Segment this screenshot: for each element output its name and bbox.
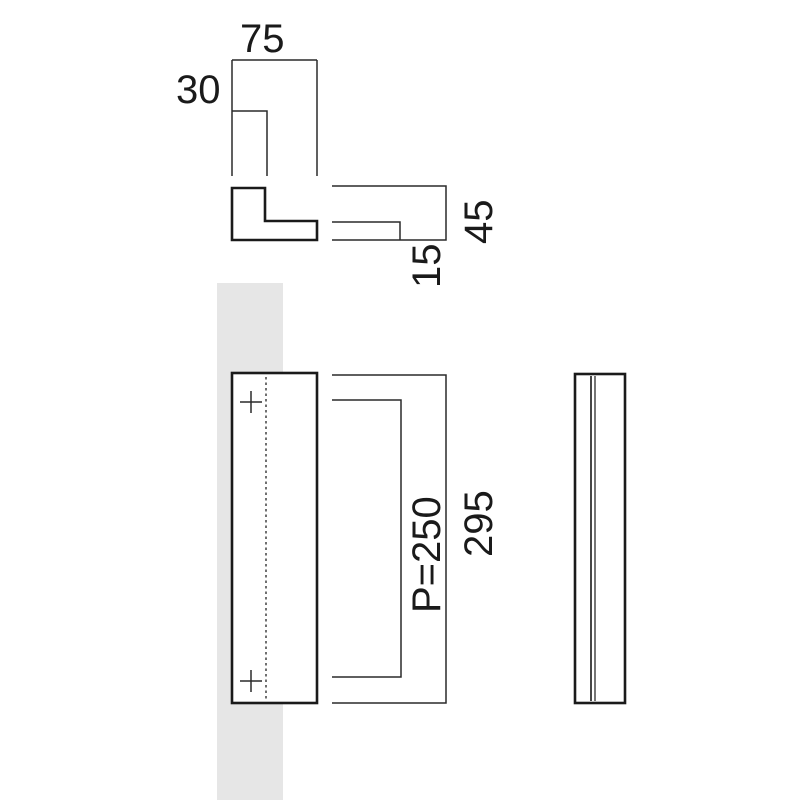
dim-line-30 (232, 110, 268, 176)
top-profile-view: 75 30 (176, 17, 319, 242)
dim-label-pitch: P=250 (405, 496, 449, 613)
handle-front-outline (230, 371, 319, 705)
dim-label-75: 75 (240, 17, 285, 61)
dim-line-45 (332, 185, 447, 241)
screw-mark-bottom (240, 670, 262, 692)
side-dimension-guides: 45 15 (332, 185, 501, 289)
dim-label-295: 295 (457, 490, 501, 557)
side-view (573, 372, 627, 705)
dim-line-295 (332, 374, 447, 704)
dim-line-15 (332, 221, 401, 240)
dim-line-pitch (332, 399, 402, 678)
screw-mark-top (240, 391, 262, 413)
front-view (230, 371, 319, 705)
dim-label-45: 45 (457, 200, 501, 245)
dim-label-15: 15 (405, 244, 449, 289)
l-profile-shape (230, 186, 319, 242)
handle-side-outline (573, 372, 627, 705)
dim-label-30: 30 (176, 68, 221, 112)
length-dimensions: P=250 295 (332, 374, 501, 704)
